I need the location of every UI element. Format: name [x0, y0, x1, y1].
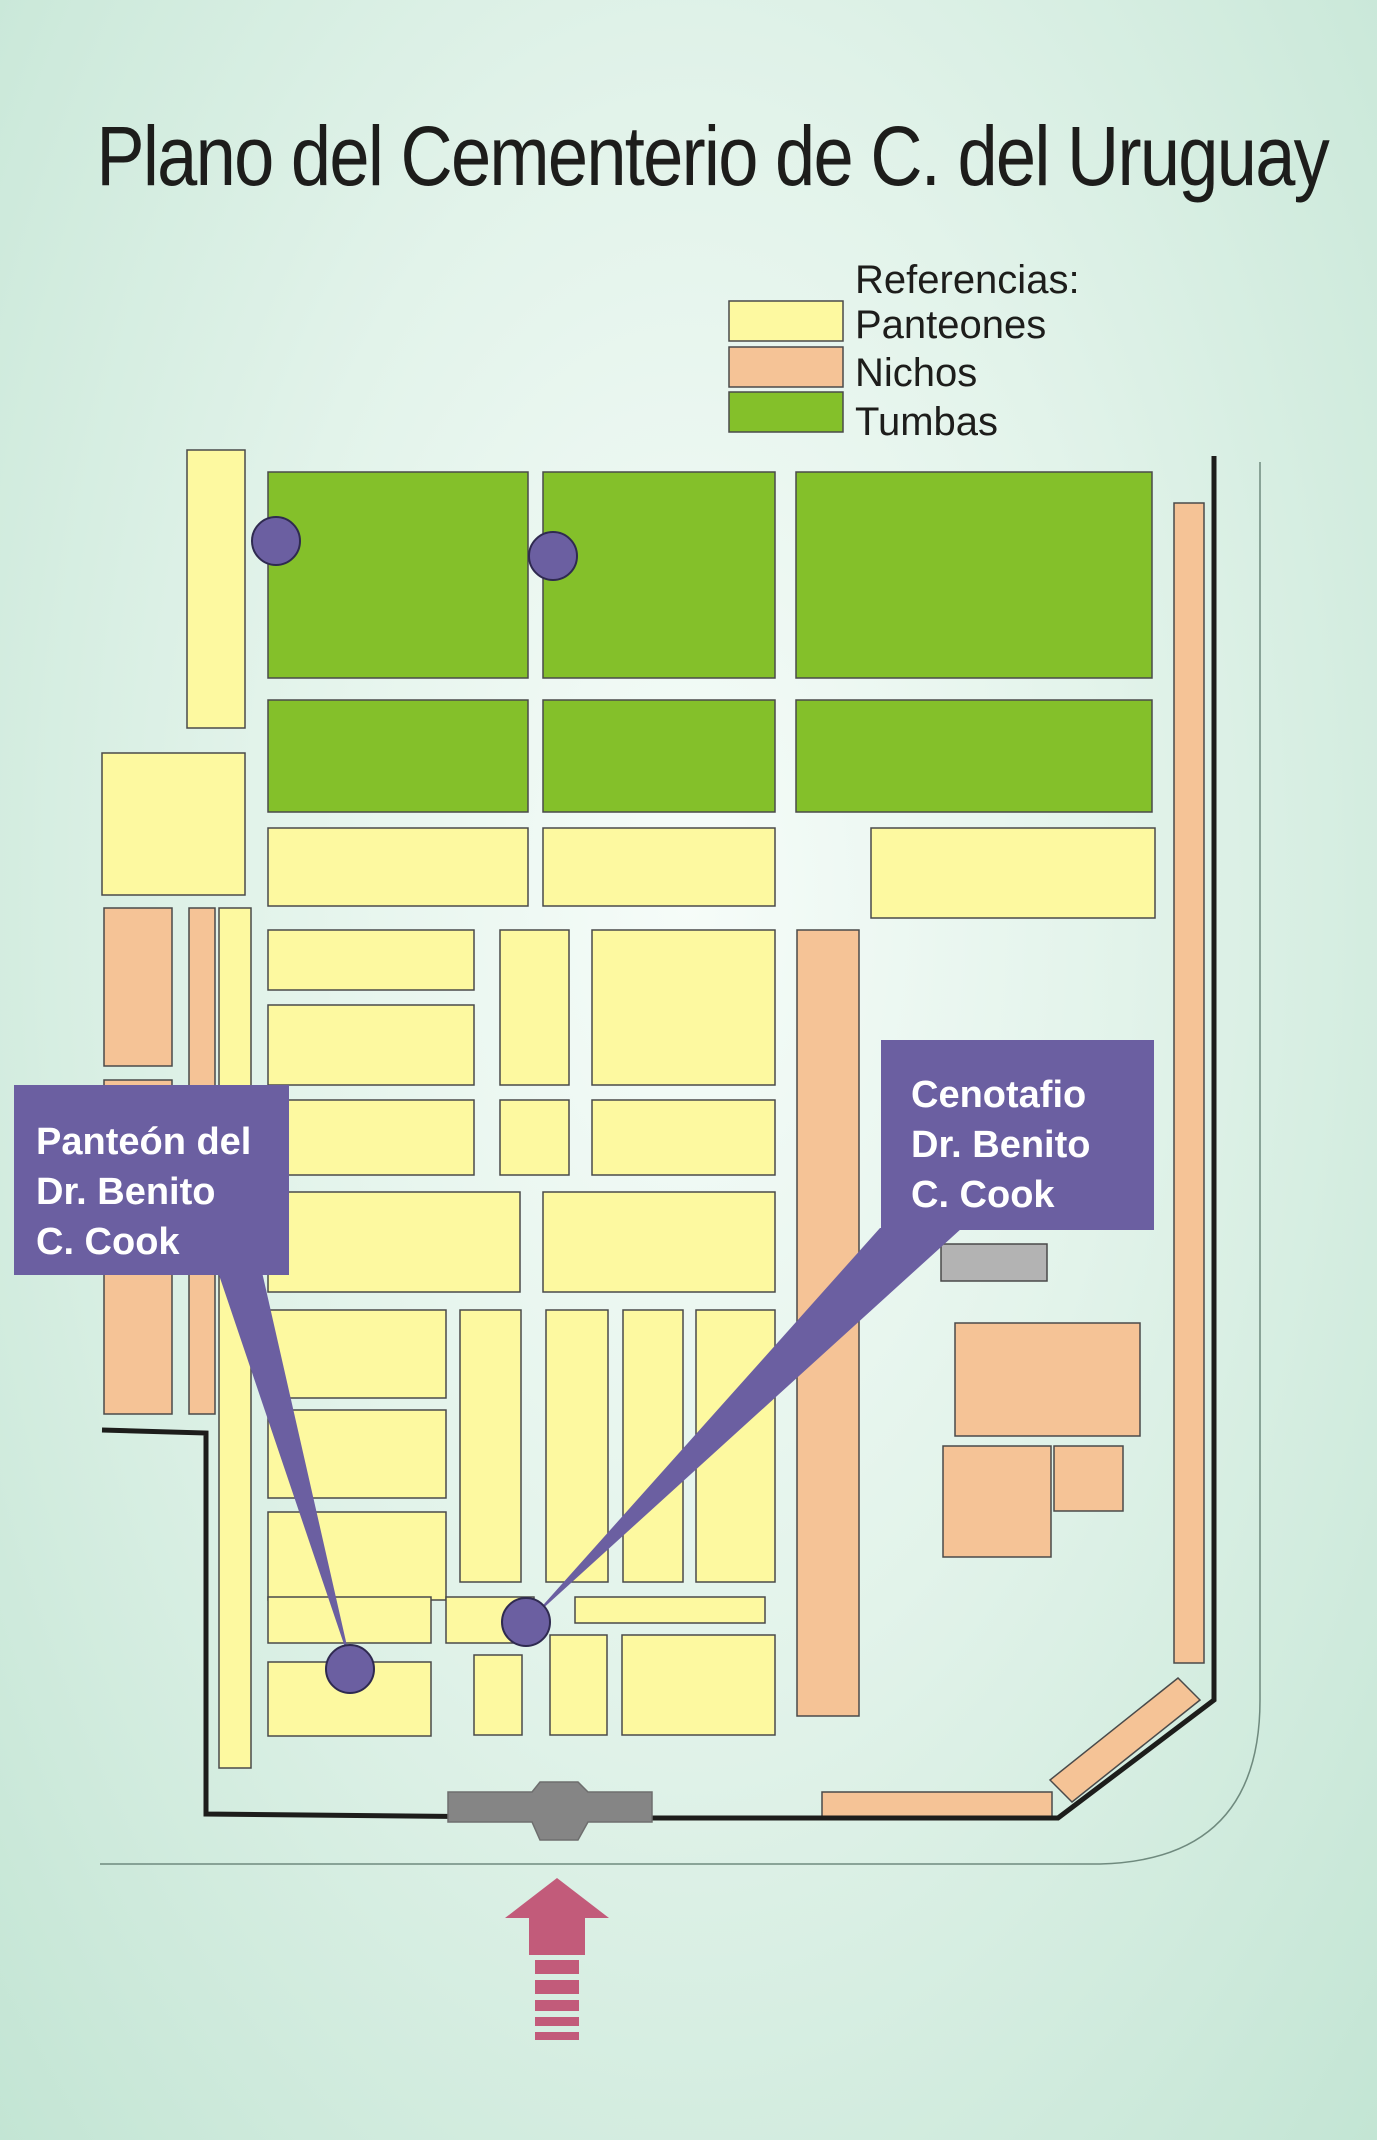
map-title: Plano del Cementerio de C. del Uruguay [96, 109, 1329, 203]
nicho-block [821, 1791, 1053, 1820]
panteon-block [267, 827, 529, 907]
panteon-pointer [218, 1272, 352, 1668]
callout-line: Dr. Benito [911, 1124, 1091, 1166]
callout-panteon-cook: Panteón del Dr. Benito C. Cook [14, 1085, 289, 1275]
callout-line: Panteón del [36, 1121, 252, 1163]
legend-swatch-panteones [728, 300, 844, 342]
panteon-block [499, 1099, 570, 1176]
panteon-block [542, 1191, 776, 1293]
legend-label-panteones: Panteones [855, 303, 1047, 347]
cenotafio-plaque [940, 1243, 1048, 1282]
panteon-block [545, 1309, 609, 1583]
nicho-block [103, 907, 173, 1067]
location-marker-icon[interactable] [528, 531, 578, 581]
nicho-block [954, 1322, 1141, 1437]
street-line [100, 462, 1261, 1865]
panteon-block [267, 1099, 475, 1176]
tumba-block [267, 471, 529, 679]
nicho-block [1053, 1445, 1124, 1512]
panteon-block [473, 1654, 523, 1736]
panteon-block [267, 1191, 521, 1293]
panteon-block [267, 1309, 447, 1399]
tumba-block [542, 699, 776, 813]
entrance-gate [447, 1781, 653, 1841]
callout-line: C. Cook [911, 1174, 1055, 1216]
legend-label-tumbas: Tumbas [855, 400, 999, 444]
callout-line: Cenotafio [911, 1074, 1087, 1116]
panteon-block [591, 929, 776, 1086]
entrance-arrow-icon [505, 1878, 609, 2040]
panteon-block [267, 929, 475, 991]
nicho-block [942, 1445, 1052, 1558]
panteon-cook-marker-icon[interactable] [325, 1644, 375, 1694]
panteon-block [267, 1596, 432, 1644]
panteon-block [591, 1099, 776, 1176]
cenotafio-cook-marker-icon[interactable] [501, 1597, 551, 1647]
panteon-block [870, 827, 1156, 919]
panteon-block [574, 1596, 766, 1624]
panteon-block [186, 449, 246, 729]
panteon-block [459, 1309, 522, 1583]
callout-line: Dr. Benito [36, 1171, 216, 1213]
panteon-block [499, 929, 570, 1086]
legend-label-nichos: Nichos [855, 351, 978, 395]
panteon-block [267, 1511, 447, 1601]
panteon-block [542, 827, 776, 907]
cenotafio-pointer [528, 1228, 962, 1622]
tumba-block [267, 699, 529, 813]
tumba-block [795, 471, 1153, 679]
panteon-block [621, 1634, 776, 1736]
tumba-block [795, 699, 1153, 813]
legend-title: Referencias: [855, 258, 1080, 302]
panteon-block [101, 752, 246, 896]
callout-cenotafio-cook: Cenotafio Dr. Benito C. Cook [881, 1040, 1154, 1230]
panteon-block [622, 1309, 684, 1583]
location-marker-icon[interactable] [251, 516, 301, 566]
panteon-block [549, 1634, 608, 1736]
legend-swatch-tumbas [728, 391, 844, 433]
nicho-block [1048, 1676, 1202, 1804]
tumbas-blocks [267, 471, 1153, 813]
tumba-block [542, 471, 776, 679]
nicho-block [1173, 502, 1205, 1664]
callout-line: C. Cook [36, 1221, 180, 1263]
legend-swatch-nichos [728, 346, 844, 388]
panteones-blocks [101, 449, 1156, 1769]
panteon-block [267, 1004, 475, 1086]
